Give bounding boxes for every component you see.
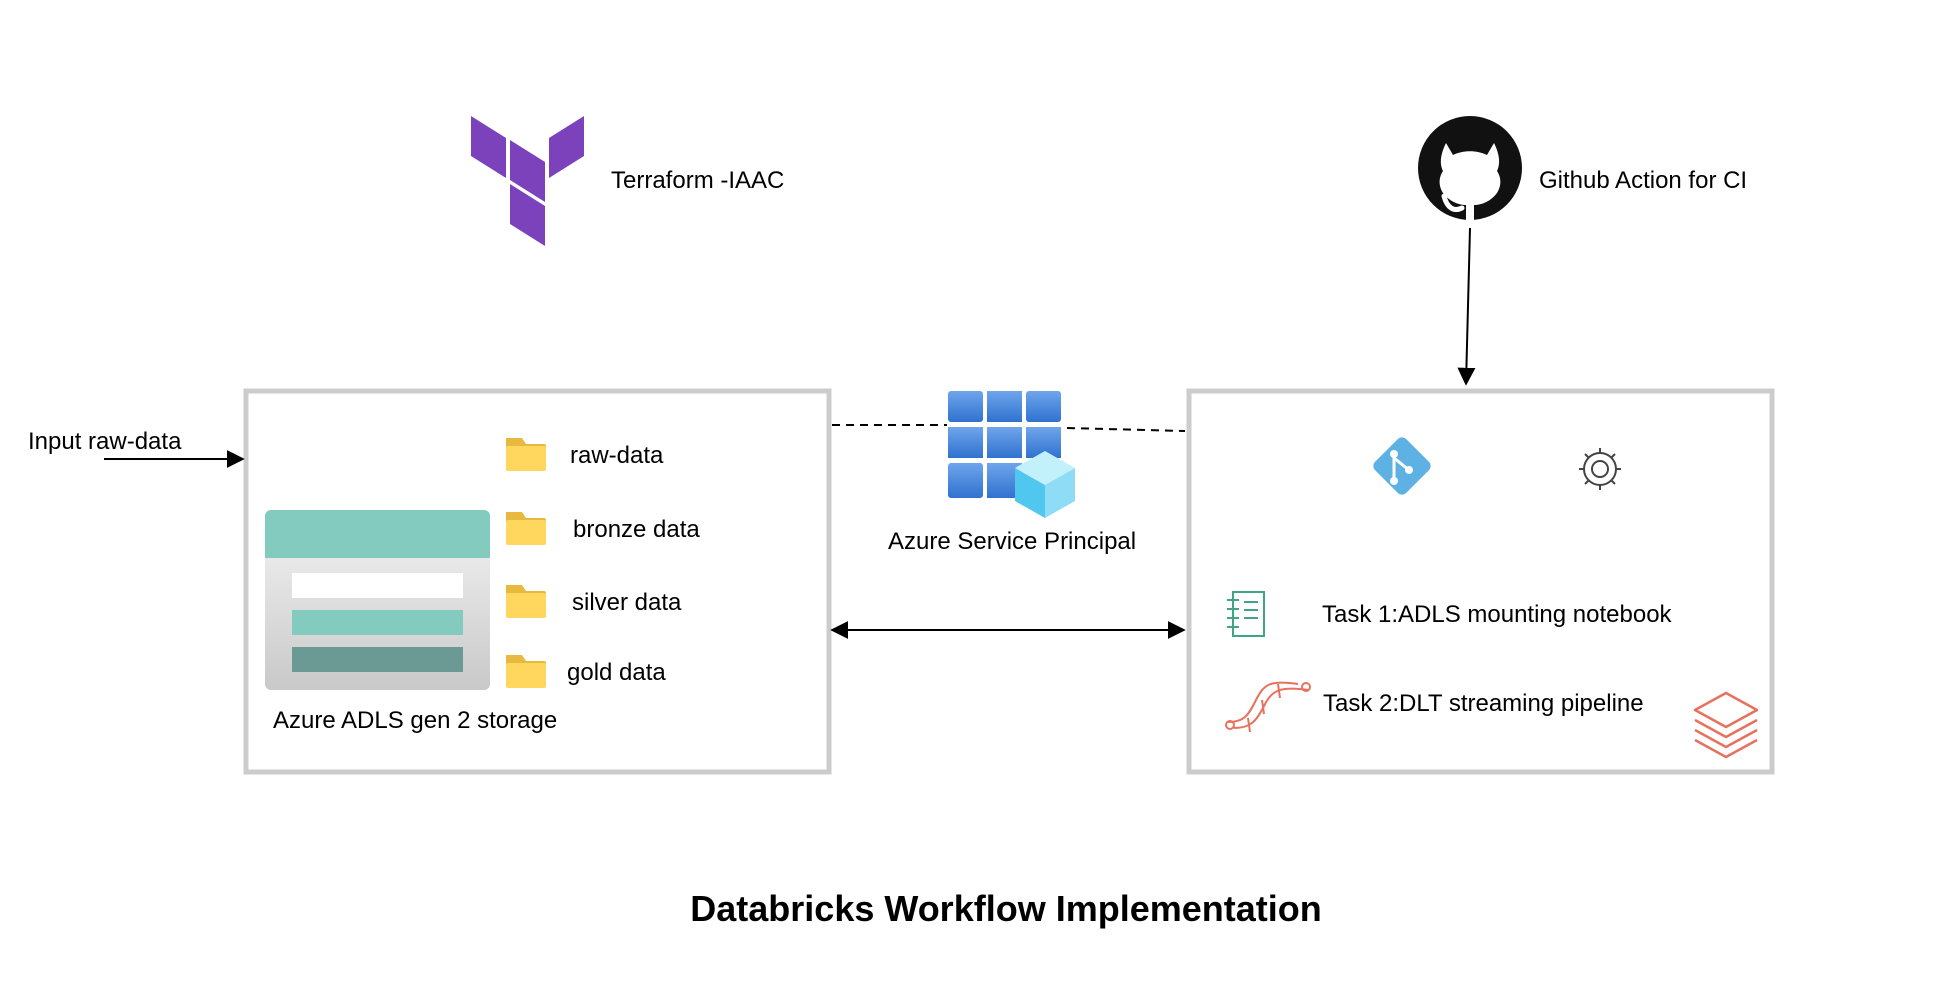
databricks-logo-icon [1693, 691, 1759, 759]
github-logo-icon [1418, 116, 1522, 220]
service-principal-icon [948, 391, 1075, 518]
diagram-title: Databricks Workflow Implementation [690, 888, 1321, 929]
ci-deploy-arrow [1457, 227, 1476, 386]
terraform-label: Terraform -IAAC [611, 167, 784, 194]
folder-icon [506, 512, 546, 545]
git-icon [1373, 437, 1431, 495]
storage-account-icon [265, 510, 490, 690]
storage-label: Azure ADLS gen 2 storage [273, 707, 557, 734]
dashed-link-right [1066, 427, 1186, 432]
folder-label-raw: raw-data [570, 442, 664, 469]
task-1-label: Task 1:ADLS mounting notebook [1322, 601, 1673, 628]
folder-icon [506, 585, 546, 618]
task-2-label: Task 2:DLT streaming pipeline [1323, 690, 1644, 717]
gear-icon [1579, 448, 1621, 490]
folder-icon [506, 655, 546, 688]
github-label: Github Action for CI [1539, 167, 1747, 194]
databricks-workflow-container [1186, 388, 1775, 775]
service-principal-label: Azure Service Principal [888, 528, 1136, 555]
folder-label-bronze: bronze data [573, 516, 700, 543]
folder-label-gold: gold data [567, 659, 666, 686]
notebook-icon [1227, 591, 1265, 637]
input-label: Input raw-data [28, 428, 182, 455]
terraform-logo-icon [471, 116, 584, 246]
folder-icon [506, 438, 546, 471]
folder-label-silver: silver data [572, 589, 682, 616]
pipeline-icon [1225, 681, 1311, 733]
